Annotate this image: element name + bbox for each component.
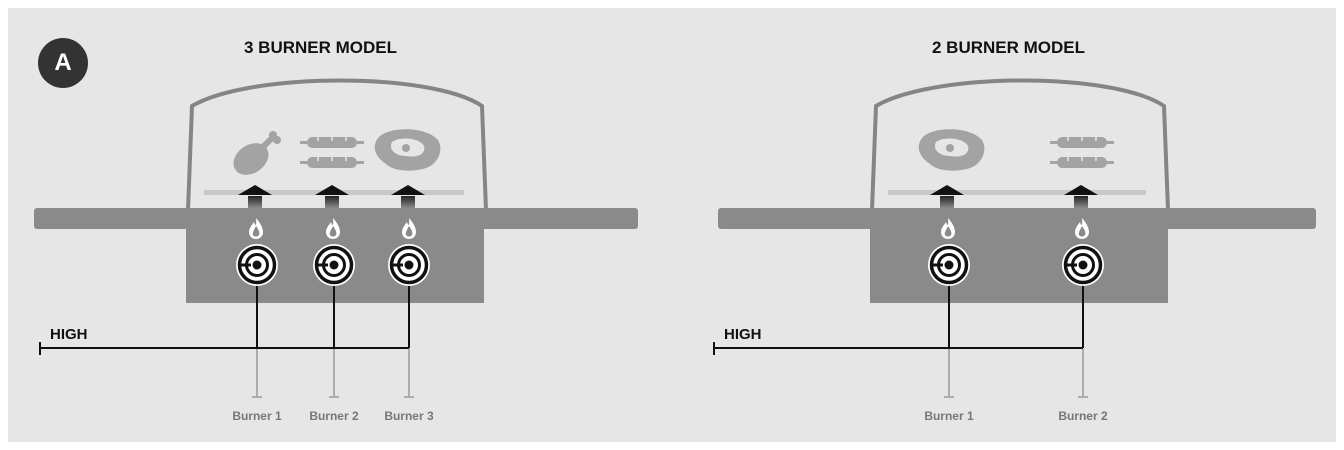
heat-arrow-3 — [391, 185, 425, 208]
heat-arrow-1 — [930, 185, 964, 208]
knob-stems — [252, 349, 414, 398]
burner-label-2: Burner 2 — [309, 409, 359, 423]
burner-knob-1[interactable] — [926, 242, 972, 288]
steak-icon — [918, 129, 985, 171]
steak-icon — [374, 129, 441, 171]
level-label-high: HIGH — [724, 326, 762, 343]
burner-knob-2[interactable] — [311, 242, 357, 288]
sausages-icon — [298, 135, 366, 170]
drumstick-icon — [227, 131, 281, 181]
knob-stems — [944, 349, 1088, 398]
burner-knob-1[interactable] — [234, 242, 280, 288]
grill-body — [870, 208, 1168, 303]
grill-lid — [186, 78, 488, 211]
grill-2-burner — [713, 78, 1316, 398]
grill-lid — [870, 78, 1170, 211]
burner-knob-3[interactable] — [386, 242, 432, 288]
burner-label-1: Burner 1 — [924, 409, 974, 423]
burner-label-3: Burner 3 — [384, 409, 434, 423]
model-title-3-burner: 3 BURNER MODEL — [244, 38, 398, 57]
heat-arrow-2 — [1064, 185, 1098, 208]
burner-knob-2[interactable] — [1060, 242, 1106, 288]
model-title-2-burner: 2 BURNER MODEL — [932, 38, 1086, 57]
burner-label-1: Burner 1 — [232, 409, 282, 423]
heat-arrow-2 — [315, 185, 349, 208]
burner-label-2: Burner 2 — [1058, 409, 1108, 423]
section-badge: A — [38, 38, 88, 88]
heat-arrow-1 — [238, 185, 272, 208]
grill-3-burner — [34, 78, 638, 398]
grill-grate — [888, 190, 1146, 195]
sausages-icon — [1048, 135, 1116, 170]
level-label-high: HIGH — [50, 326, 88, 343]
